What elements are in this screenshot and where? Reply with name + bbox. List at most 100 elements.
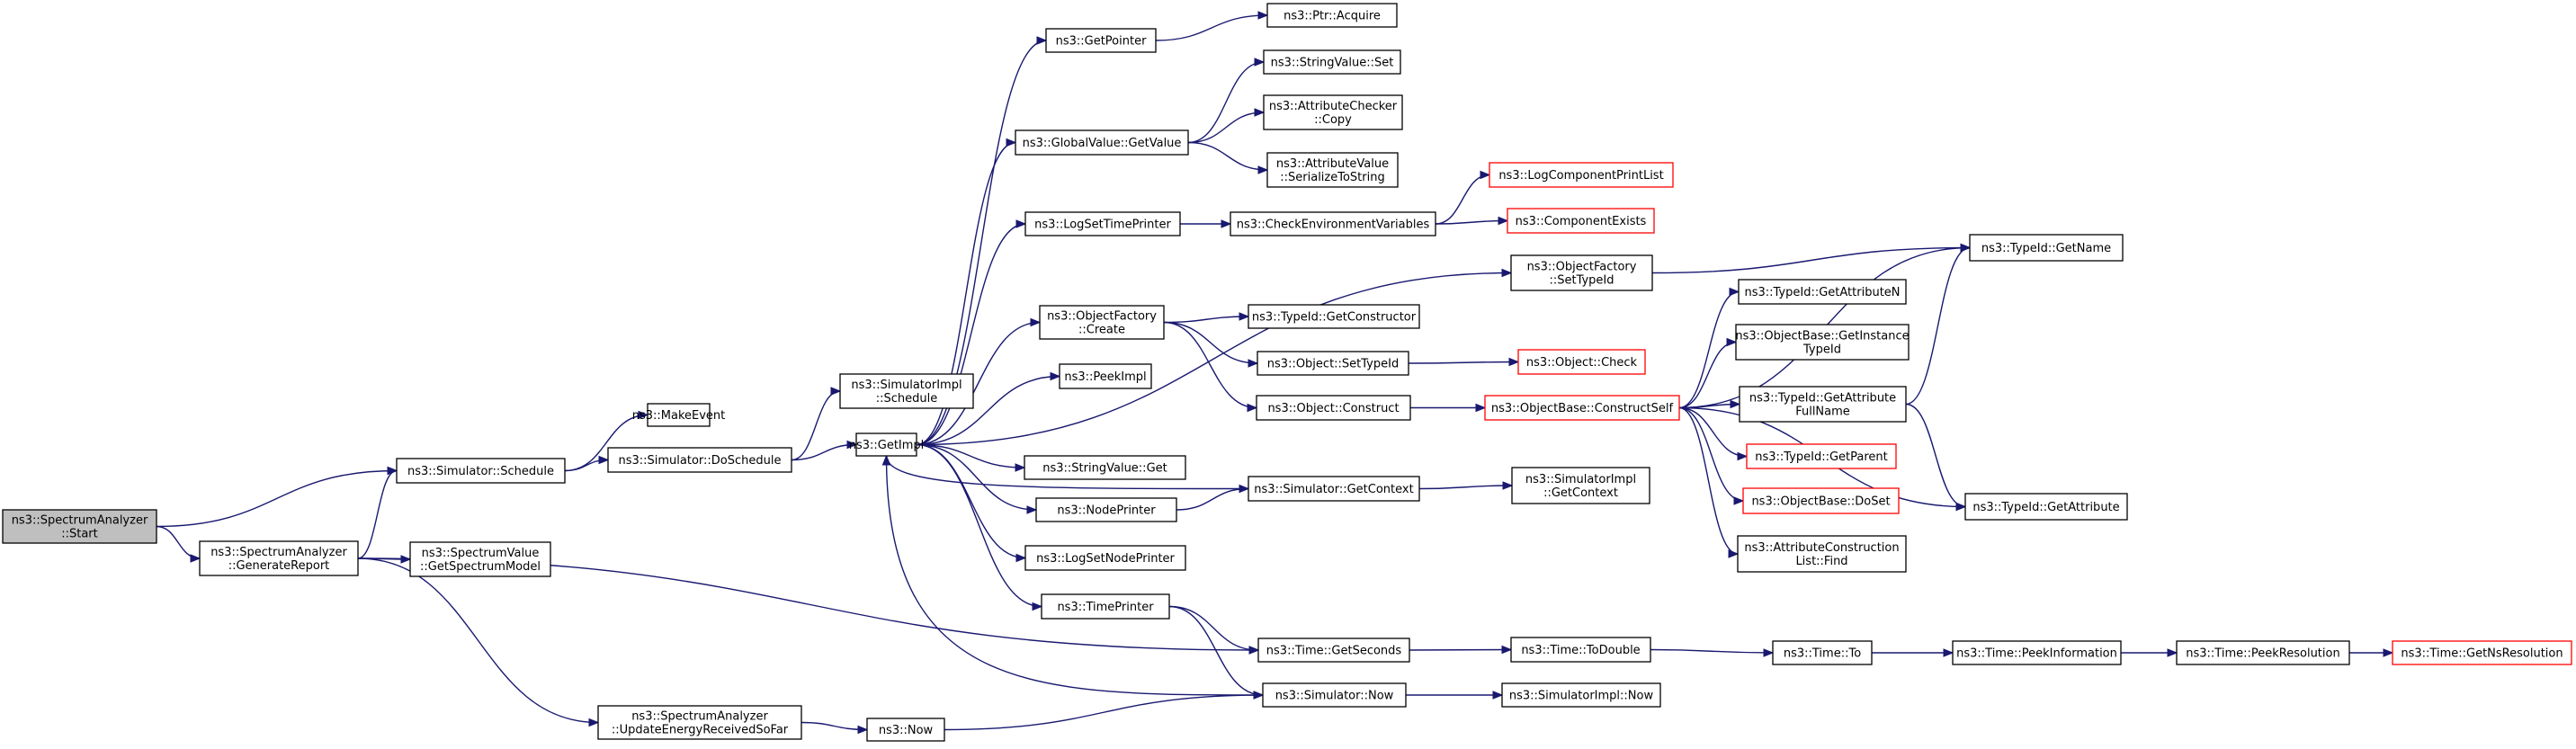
call-edge-line: [357, 469, 398, 559]
node-peekimpl[interactable]: ns3::PeekImpl: [1059, 363, 1152, 389]
node-logsetnodeprinter[interactable]: ns3::LogSetNodePrinter: [1024, 545, 1186, 571]
node-label: ns3::ComponentExists: [1516, 215, 1647, 228]
node-logcompprintlist[interactable]: ns3::LogComponentPrintList: [1489, 162, 1674, 188]
node-simimplgetcontext[interactable]: ns3::SimulatorImpl::GetContext: [1511, 467, 1650, 504]
node-schedule[interactable]: ns3::Simulator::Schedule: [396, 458, 566, 484]
node-objsettypeid[interactable]: ns3::Object::SetTypeId: [1257, 351, 1409, 376]
node-compexists[interactable]: ns3::ComponentExists: [1507, 208, 1655, 234]
call-edge-line: [791, 443, 857, 461]
node-avserialize[interactable]: ns3::AttributeValue::SerializeToString: [1266, 152, 1399, 188]
node-typeidgetparent[interactable]: ns3::TypeId::GetParent: [1746, 443, 1897, 469]
node-box: [1735, 324, 1910, 361]
call-edge-line: [885, 455, 1264, 696]
node-box: [2392, 640, 2572, 665]
call-edge-arrowhead: [638, 410, 649, 420]
node-objconstruct[interactable]: ns3::Object::Construct: [1256, 395, 1411, 421]
node-box: [1059, 363, 1152, 389]
call-edge-line: [1168, 605, 1264, 696]
node-typeidgetname[interactable]: ns3::TypeId::GetName: [1969, 234, 2124, 262]
call-edge-line: [1678, 406, 1744, 502]
call-edge-getimpl-to-logsetnodeprinter: [916, 443, 1027, 563]
node-box: [1507, 208, 1655, 234]
call-edge-arrowhead: [830, 387, 842, 396]
node-nodeprinter[interactable]: ns3::NodePrinter: [1035, 497, 1177, 522]
node-label: ::Copy: [1314, 113, 1352, 127]
node-gvgetvalue[interactable]: ns3::GlobalValue::GetValue: [1015, 129, 1189, 156]
node-box: [866, 718, 945, 742]
node-typeidgetctor[interactable]: ns3::TypeId::GetConstructor: [1248, 304, 1420, 329]
call-edge-genreport-to-schedule: [357, 466, 398, 559]
node-stringvalueget[interactable]: ns3::StringValue::Get: [1024, 455, 1186, 480]
node-stringvalueset[interactable]: ns3::StringValue::Set: [1263, 49, 1401, 75]
node-timeprinter[interactable]: ns3::TimePrinter: [1041, 593, 1170, 620]
call-edge-updateenergy-to-now: [801, 721, 869, 735]
node-box: [597, 705, 802, 740]
call-edge-arrowhead: [1475, 403, 1487, 413]
call-edge-arrowhead: [1247, 403, 1258, 413]
call-edge-timepeekinfo-to-timepeekres: [2120, 648, 2178, 657]
call-edge-getimpl-to-peekimpl: [916, 371, 1061, 446]
node-ofcreate[interactable]: ns3::ObjectFactory::Create: [1039, 305, 1165, 340]
node-checkenv[interactable]: ns3::CheckEnvironmentVariables: [1230, 211, 1436, 236]
node-logsettimeprinter[interactable]: ns3::LogSetTimePrinter: [1024, 211, 1181, 236]
node-box: [1510, 637, 1651, 663]
node-label: ns3::TypeId::GetConstructor: [1252, 311, 1417, 325]
node-box: [2, 509, 157, 544]
call-edge-arrowhead: [1502, 481, 1514, 490]
node-objcheck[interactable]: ns3::Object::Check: [1517, 349, 1646, 375]
node-start[interactable]: ns3::SpectrumAnalyzer::Start: [2, 509, 157, 544]
call-edge-line: [1187, 61, 1265, 144]
node-doschedule[interactable]: ns3::Simulator::DoSchedule: [607, 447, 792, 473]
node-label: ::Schedule: [876, 392, 938, 406]
call-edge-line: [1905, 403, 1966, 508]
call-edge-line: [916, 321, 1041, 446]
call-edge-arrowhead: [1254, 108, 1266, 117]
call-edge-arrowhead: [1239, 312, 1250, 321]
call-edge-getimpl-to-logsettimeprinter: [916, 219, 1027, 446]
call-edge-typeidgetattrfullname-to-typeidgetattr: [1905, 403, 1967, 512]
node-label: ns3::CheckEnvironmentVariables: [1237, 218, 1430, 232]
node-label: ns3::Time::ToDouble: [1521, 644, 1640, 657]
node-obdoset[interactable]: ns3::ObjectBase::DoSet: [1742, 487, 1900, 514]
node-makeevent[interactable]: ns3::MakeEvent: [632, 403, 726, 427]
node-now[interactable]: ns3::Now: [866, 718, 945, 742]
node-timetodouble[interactable]: ns3::Time::ToDouble: [1510, 637, 1651, 663]
node-ptracquire[interactable]: ns3::Ptr::Acquire: [1266, 3, 1398, 28]
node-timegetnsres[interactable]: ns3::Time::GetNsResolution: [2392, 640, 2572, 665]
call-edge-typeidgetattrfullname-to-typeidgetname: [1905, 243, 1972, 406]
node-label: ns3::LogSetNodePrinter: [1036, 552, 1175, 566]
node-timegetseconds[interactable]: ns3::Time::GetSeconds: [1257, 638, 1410, 663]
node-typeidgetattrn[interactable]: ns3::TypeId::GetAttributeN: [1738, 279, 1907, 305]
node-label: ns3::TypeId::GetAttributeN: [1744, 286, 1900, 299]
node-box: [1742, 487, 1900, 514]
node-label: ns3::TypeId::GetAttribute: [1749, 392, 1896, 406]
call-edge-line: [1418, 485, 1513, 490]
call-edge-arrowhead: [2167, 648, 2178, 657]
node-timepeekres[interactable]: ns3::Time::PeekResolution: [2176, 640, 2350, 665]
node-simimplschedule[interactable]: ns3::SimulatorImpl::Schedule: [839, 373, 974, 409]
node-updateenergy[interactable]: ns3::SpectrumAnalyzer::UpdateEnergyRecei…: [597, 705, 802, 740]
call-edge-arrowhead: [190, 554, 201, 563]
node-simnow[interactable]: ns3::Simulator::Now: [1262, 682, 1407, 708]
node-box: [1230, 211, 1436, 236]
node-box: [1263, 49, 1401, 75]
node-typeidgetattr[interactable]: ns3::TypeId::GetAttribute: [1964, 493, 2128, 521]
node-timepeekinfo[interactable]: ns3::Time::PeekInformation: [1952, 640, 2122, 665]
node-acheckercopy[interactable]: ns3::AttributeChecker::Copy: [1263, 94, 1403, 130]
node-simgetcontext[interactable]: ns3::Simulator::GetContext: [1248, 476, 1420, 502]
node-ofsettypeid[interactable]: ns3::ObjectFactory::SetTypeId: [1510, 254, 1653, 291]
node-timeto[interactable]: ns3::Time::To: [1772, 640, 1873, 665]
node-simimplnow[interactable]: ns3::SimulatorImpl::Now: [1501, 682, 1661, 708]
node-box: [1262, 682, 1407, 708]
node-obconstructself[interactable]: ns3::ObjectBase::ConstructSelf: [1484, 395, 1680, 421]
call-edge-arrowhead: [1730, 399, 1741, 409]
call-edge-line: [916, 272, 1512, 446]
node-getspectrummodel[interactable]: ns3::SpectrumValue::GetSpectrumModel: [409, 541, 551, 577]
node-getpointer[interactable]: ns3::GetPointer: [1045, 28, 1157, 53]
call-edge-start-to-genreport: [156, 525, 201, 563]
node-genreport[interactable]: ns3::SpectrumAnalyzer::GenerateReport: [199, 540, 359, 576]
node-getimpl[interactable]: ns3::GetImpl: [849, 432, 925, 457]
